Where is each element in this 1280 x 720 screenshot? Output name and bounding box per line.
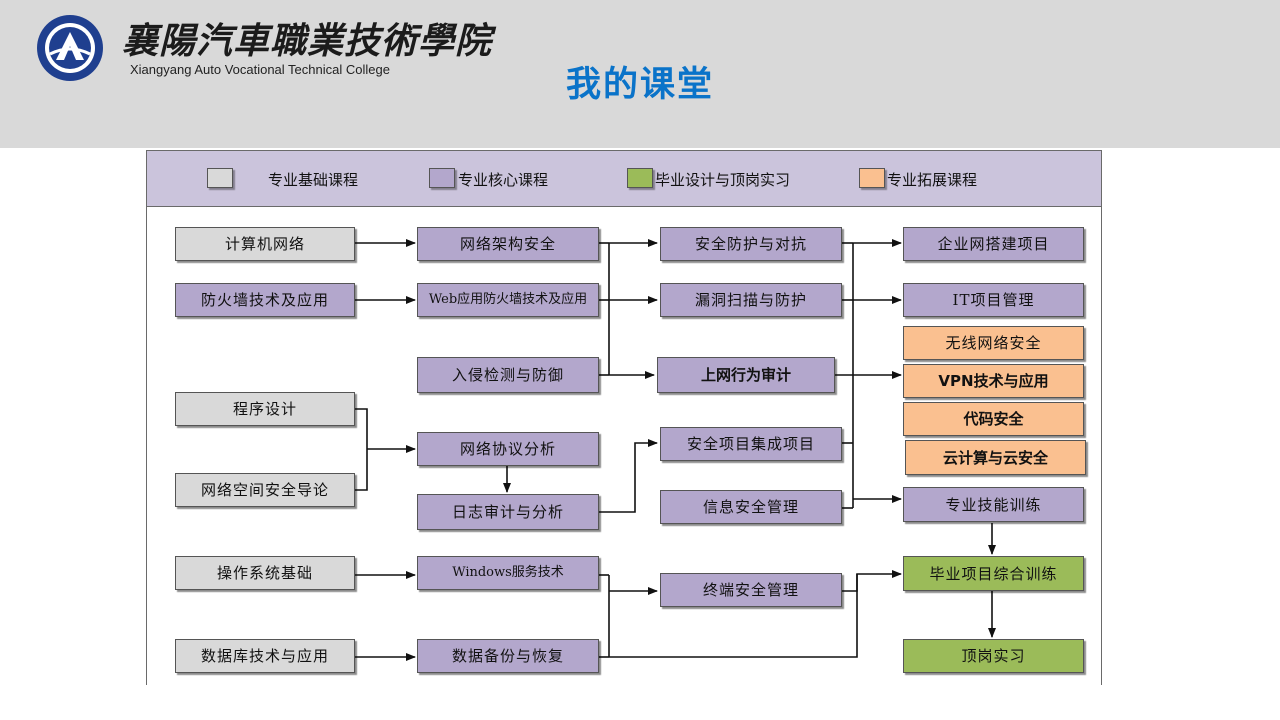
course-intrusion-detection: 入侵检测与防御 xyxy=(417,357,599,393)
course-log-audit: 日志审计与分析 xyxy=(417,494,599,530)
college-name-en: Xiangyang Auto Vocational Technical Coll… xyxy=(130,62,390,77)
legend-swatch-graduation xyxy=(627,168,653,188)
legend-label-basic: 专业基础课程 xyxy=(268,171,359,189)
course-security-integration: 安全项目集成项目 xyxy=(660,427,842,461)
course-protocol-analysis: 网络协议分析 xyxy=(417,432,599,466)
curriculum-diagram: 专业基础课程 专业核心课程 毕业设计与顶岗实习 专业拓展课程 xyxy=(146,150,1102,685)
course-infosec-management: 信息安全管理 xyxy=(660,490,842,524)
course-network-arch-security: 网络架构安全 xyxy=(417,227,599,261)
course-endpoint-security: 终端安全管理 xyxy=(660,573,842,607)
legend-label-core: 专业核心课程 xyxy=(458,171,549,189)
course-cloud-security: 云计算与云安全 xyxy=(905,440,1086,475)
course-data-backup: 数据备份与恢复 xyxy=(417,639,599,673)
course-enterprise-network: 企业网搭建项目 xyxy=(903,227,1084,261)
legend-label-graduation: 毕业设计与顶岗实习 xyxy=(655,171,791,189)
course-vpn: VPN技术与应用 xyxy=(903,364,1084,398)
course-skills-training: 专业技能训练 xyxy=(903,487,1084,522)
course-wireless-security: 无线网络安全 xyxy=(903,326,1084,360)
legend: 专业基础课程 专业核心课程 毕业设计与顶岗实习 专业拓展课程 xyxy=(147,151,1101,207)
course-database: 数据库技术与应用 xyxy=(175,639,355,673)
page-title: 我的课堂 xyxy=(565,65,714,105)
course-web-firewall: Web应用防火墙技术及应用 xyxy=(417,283,599,317)
course-computer-network: 计算机网络 xyxy=(175,227,355,261)
college-emblem-icon xyxy=(37,15,103,81)
course-online-audit: 上网行为审计 xyxy=(657,357,835,393)
course-it-project-mgmt: IT项目管理 xyxy=(903,283,1084,317)
course-security-defense: 安全防护与对抗 xyxy=(660,227,842,261)
course-firewall-tech: 防火墙技术及应用 xyxy=(175,283,355,317)
legend-swatch-core xyxy=(429,168,455,188)
course-windows-services: Windows服务技术 xyxy=(417,556,599,590)
header-band: 襄陽汽車職業技術學院 Xiangyang Auto Vocational Tec… xyxy=(0,0,1280,148)
course-cyber-intro: 网络空间安全导论 xyxy=(175,473,355,507)
legend-label-extension: 专业拓展课程 xyxy=(887,171,978,189)
legend-swatch-extension xyxy=(859,168,885,188)
course-graduation-project: 毕业项目综合训练 xyxy=(903,556,1084,591)
course-vuln-scan: 漏洞扫描与防护 xyxy=(660,283,842,317)
flow-arrows xyxy=(355,239,996,661)
legend-swatch-basic xyxy=(207,168,233,188)
course-internship: 顶岗实习 xyxy=(903,639,1084,673)
course-programming: 程序设计 xyxy=(175,392,355,426)
course-code-security: 代码安全 xyxy=(903,402,1084,436)
college-name-cn: 襄陽汽車職業技術學院 xyxy=(122,20,493,62)
course-os-basics: 操作系统基础 xyxy=(175,556,355,590)
